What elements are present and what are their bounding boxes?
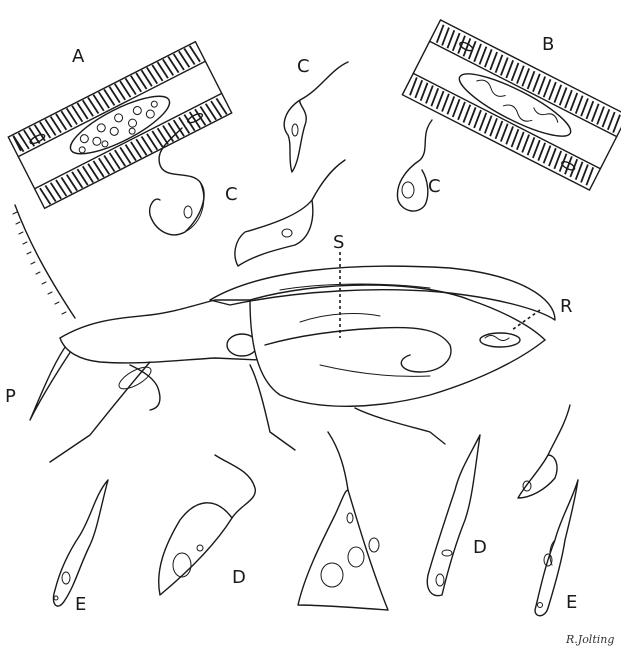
- label-r: R: [560, 296, 573, 317]
- panel-b-muscle-flagellates: [402, 20, 621, 190]
- artist-signature: R.Jolting: [565, 633, 614, 646]
- label-s: S: [333, 232, 344, 253]
- label-a: A: [72, 46, 85, 67]
- label-c-top: C: [297, 56, 310, 77]
- label-c-left: C: [225, 184, 238, 205]
- form-c-wide: [235, 160, 345, 266]
- form-d-right: [427, 435, 480, 596]
- form-d-upper-right: [518, 405, 570, 498]
- form-c-round: [397, 120, 432, 211]
- label-e-right: E: [566, 592, 577, 613]
- label-d-left: D: [232, 567, 246, 588]
- label-p: P: [5, 386, 16, 407]
- label-c-right: C: [428, 176, 441, 197]
- insect-vector: [13, 205, 555, 462]
- label-b: B: [542, 34, 554, 55]
- label-d-right: D: [473, 537, 487, 558]
- form-e-left: [53, 480, 108, 606]
- label-e-left: E: [75, 594, 86, 615]
- form-d-center: [298, 432, 388, 610]
- form-c-slender: [284, 62, 348, 172]
